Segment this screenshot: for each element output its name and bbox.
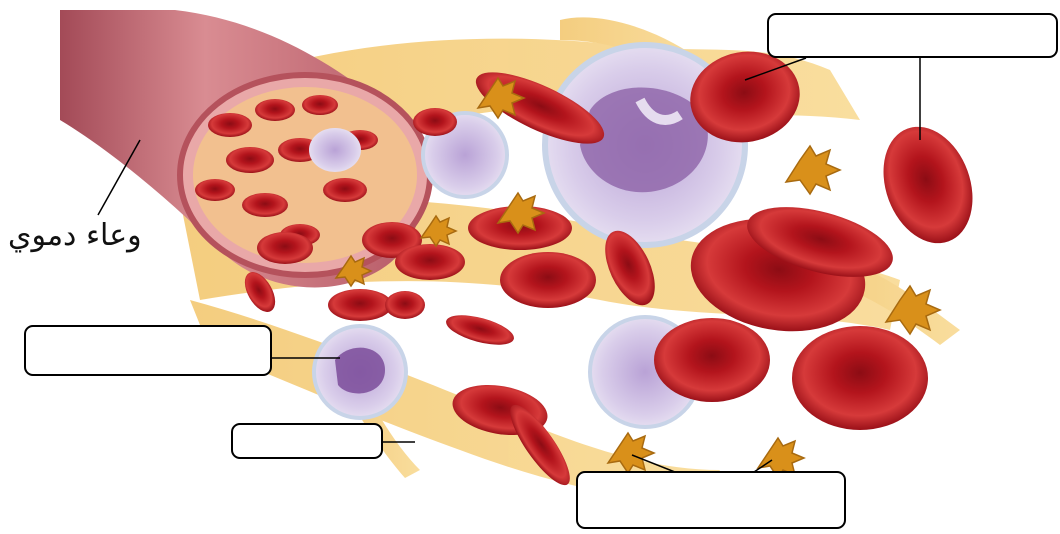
white-blood-cell-label-box[interactable]	[24, 325, 272, 376]
vessel-white-cell	[309, 128, 361, 172]
plasma-label-box[interactable]	[231, 423, 383, 459]
red-blood-cell-label-box[interactable]	[767, 13, 1058, 58]
white-cell-small-2	[314, 326, 406, 418]
blood-vessel-label: وعاء دموي	[8, 218, 142, 253]
platelets-label-box[interactable]	[576, 471, 846, 529]
